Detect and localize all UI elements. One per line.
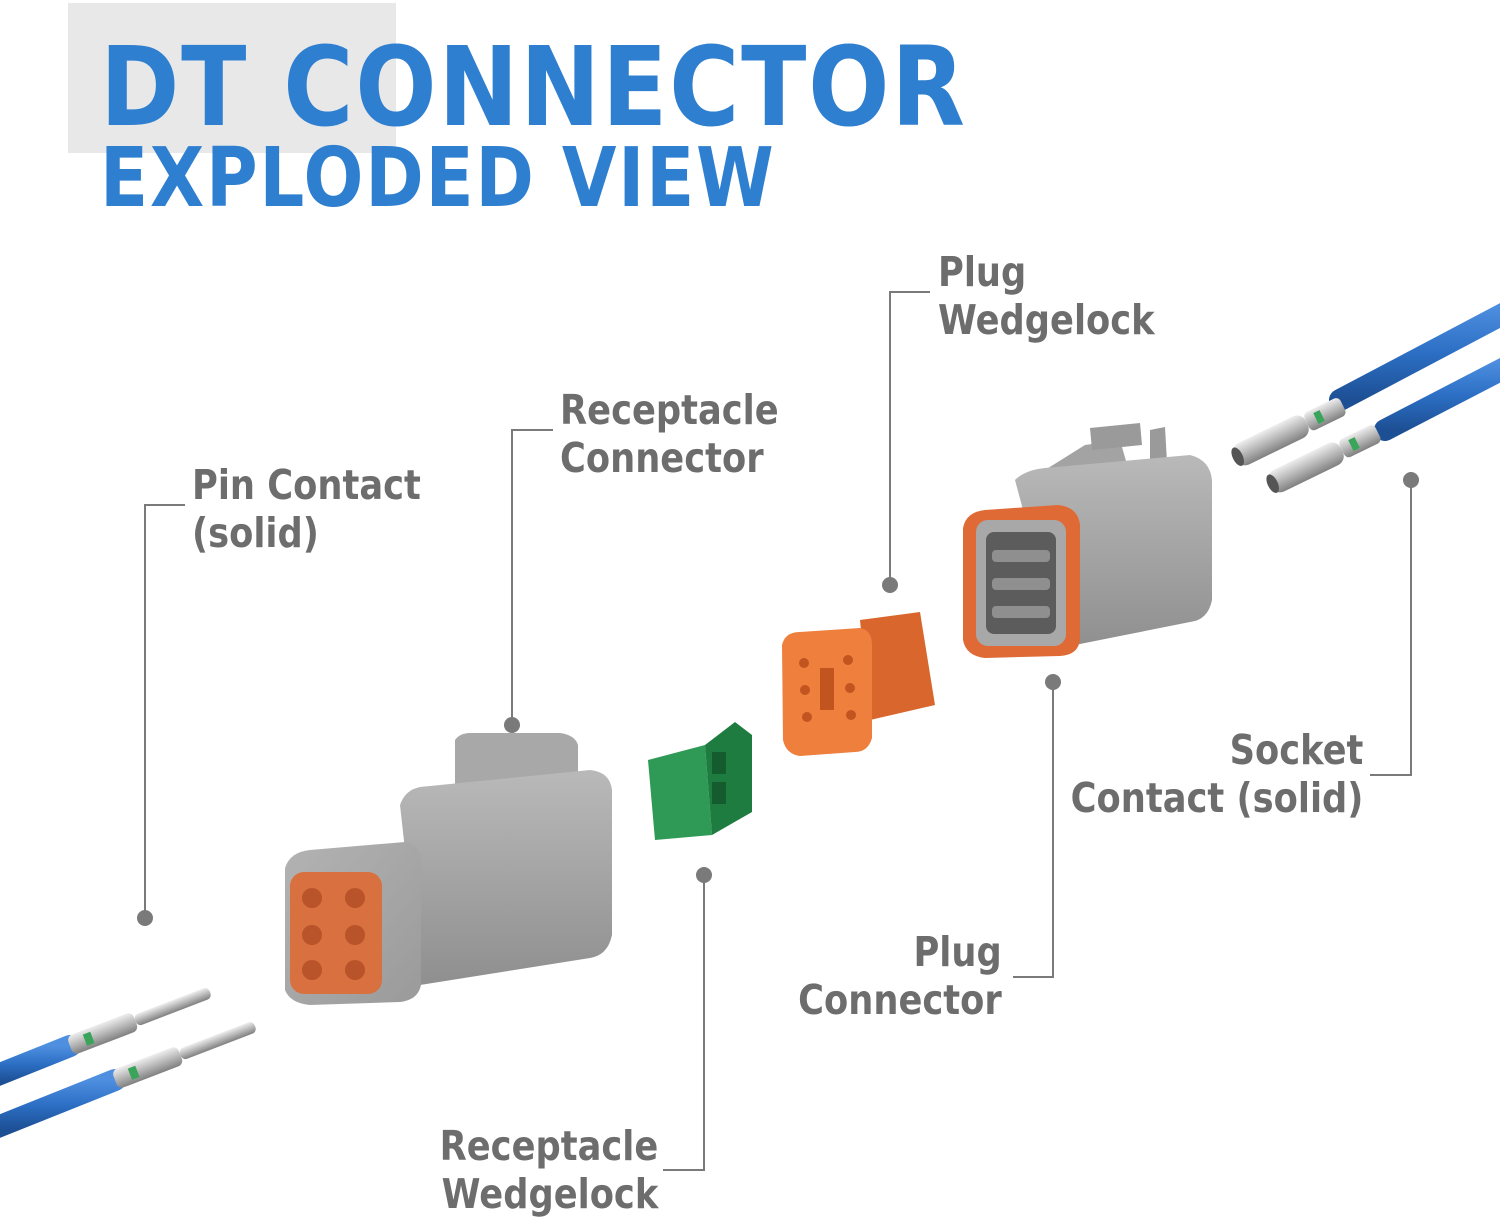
pin-wire-1 [0,1035,81,1086]
socket-contact-2 [1266,425,1381,493]
leader-plug-connector [1013,682,1054,978]
label-plug-connector-line-2: Connector [798,976,1002,1024]
label-receptacle-connector-line-2: Connector [560,434,764,482]
socket-contact-1 [1231,398,1346,466]
leader-dots [137,472,1419,926]
socket-wire-1 [1329,303,1500,411]
leader-dot-pin-contact [137,910,153,926]
leader-plug-wedgelock [889,291,930,585]
leader-dot-plug-connector [1045,674,1061,690]
plug-wedgelock-part [782,612,935,756]
label-pin-contact-line-2: (solid) [192,509,319,557]
label-pin-contact-line-1: Pin Contact [192,461,421,509]
plug-connector-body [963,423,1212,658]
leader-dot-receptacle-wedgelock [696,867,712,883]
label-plug-wedgelock: Plug Wedgelock [938,248,1155,344]
label-receptacle-connector: Receptacle Connector [560,386,779,482]
title-line-2: EXPLODED VIEW [100,131,776,226]
label-socket-contact-line-2: Contact (solid) [1070,774,1363,822]
receptacle-wedgelock-part [648,722,752,840]
receptacle-connector-body [285,733,612,1005]
leader-dot-socket-contact [1403,472,1419,488]
label-pin-contact: Pin Contact (solid) [192,461,421,557]
socket-contacts [1231,303,1500,493]
label-socket-contact: Socket Contact (solid) [1070,726,1363,822]
leader-dot-plug-wedgelock [882,577,898,593]
label-socket-contact-line-1: Socket [1229,726,1363,774]
pin-contact-1 [68,988,211,1054]
leader-receptacle-connector [511,429,553,725]
title-highlight-box [68,3,396,153]
leader-socket-contact [1370,480,1412,776]
label-receptacle-wedgelock: Receptacle Wedgelock [439,1122,658,1218]
leader-dot-receptacle-connector [504,717,520,733]
pin-contact-2 [113,1022,256,1088]
leader-lines [144,291,1412,1171]
pin-wire-2 [0,1069,126,1138]
label-plug-wedgelock-line-1: Plug [938,248,1027,296]
pin-contacts [0,988,256,1138]
label-receptacle-wedgelock-line-1: Receptacle [439,1122,658,1170]
leader-receptacle-wedgelock [663,875,705,1171]
label-plug-wedgelock-line-2: Wedgelock [938,296,1155,344]
label-receptacle-wedgelock-line-2: Wedgelock [441,1170,658,1218]
leader-pin-contact [144,504,185,918]
label-plug-connector-line-1: Plug [913,928,1002,976]
socket-wire-2 [1374,357,1500,441]
label-plug-connector: Plug Connector [798,928,1002,1024]
title-line-1: DT CONNECTOR [100,23,967,151]
label-receptacle-connector-line-1: Receptacle [560,386,779,434]
